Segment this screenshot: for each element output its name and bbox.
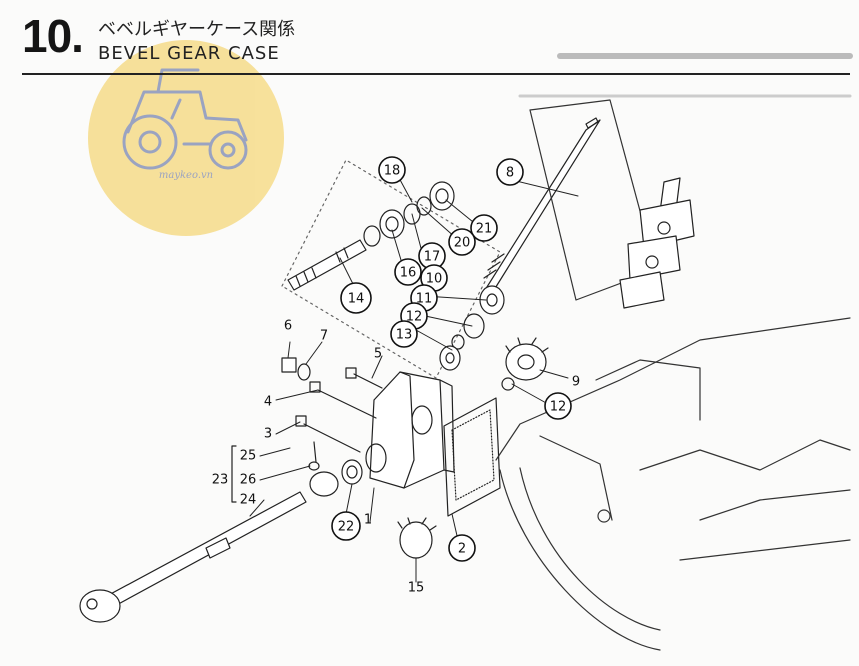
callout-5: 5 bbox=[374, 347, 382, 362]
callout-12-b: 12 bbox=[550, 400, 567, 415]
callout-7: 7 bbox=[320, 329, 328, 344]
input-shaft bbox=[287, 239, 367, 291]
bolt-4-head bbox=[309, 381, 321, 393]
callout-13-circle bbox=[390, 320, 418, 348]
callout-8-circle bbox=[496, 158, 524, 186]
callout-15: 15 bbox=[408, 581, 425, 596]
header-rule bbox=[22, 73, 850, 75]
callout-25: 25 bbox=[240, 449, 257, 464]
callout-24: 24 bbox=[240, 493, 257, 508]
bolt-3-head bbox=[295, 415, 307, 427]
section-number: 10. bbox=[22, 10, 84, 62]
callout-6: 6 bbox=[284, 319, 292, 334]
callout-18: 18 bbox=[384, 164, 401, 179]
callout-21: 21 bbox=[476, 222, 493, 237]
callout-12-a: 12 bbox=[406, 310, 423, 325]
callout-12-circle-b bbox=[544, 392, 572, 420]
callout-14: 14 bbox=[348, 292, 365, 307]
transmission-housing bbox=[495, 317, 851, 651]
pinion-gear-15 bbox=[397, 517, 437, 559]
universal-joint-upper bbox=[619, 177, 695, 309]
section-title-japanese: ベベルギヤーケース関係 bbox=[98, 19, 296, 40]
callout-labels: 8 18 21 20 17 16 10 11 12 13 14 12 22 2 … bbox=[212, 164, 580, 596]
tractor-icon bbox=[122, 68, 248, 170]
oil-seal-22 bbox=[341, 459, 363, 485]
callout-26: 26 bbox=[240, 473, 257, 488]
callout-20-circle bbox=[448, 228, 476, 256]
callout-16-circle bbox=[394, 258, 422, 286]
callout-20: 20 bbox=[454, 236, 471, 251]
oil-seal-22-inner bbox=[346, 465, 358, 479]
callout-8: 8 bbox=[506, 166, 514, 181]
page-header: 10. ベベルギヤーケース関係 BEVEL GEAR CASE bbox=[22, 12, 852, 74]
gasket bbox=[443, 397, 501, 517]
callout-13: 13 bbox=[396, 328, 413, 343]
drive-shaft-24 bbox=[79, 471, 339, 623]
callout-22: 22 bbox=[338, 520, 355, 535]
callout-9: 9 bbox=[572, 375, 580, 390]
callout-16: 16 bbox=[400, 266, 417, 281]
callout-10: 10 bbox=[426, 272, 443, 287]
callout-11: 11 bbox=[416, 292, 433, 307]
callout-18-circle bbox=[378, 156, 406, 184]
nut-6 bbox=[281, 357, 297, 373]
watermark-text: maykeo.vn bbox=[158, 170, 214, 181]
watermark-logo: maykeo.vn bbox=[88, 40, 284, 236]
callout-3: 3 bbox=[264, 427, 272, 442]
callout-circles bbox=[331, 156, 572, 562]
callout-23: 23 bbox=[212, 473, 229, 488]
bolt-5-head bbox=[345, 367, 357, 379]
bearing-stack-lower bbox=[439, 285, 505, 371]
bracket-23 bbox=[231, 445, 237, 503]
callout-17: 17 bbox=[424, 250, 441, 265]
callout-21-circle bbox=[470, 214, 498, 242]
bevel-gear-9 bbox=[501, 337, 549, 391]
bolt-4 bbox=[317, 389, 377, 419]
bolt-26 bbox=[313, 441, 317, 463]
bolt-3 bbox=[303, 423, 361, 453]
callout-2: 2 bbox=[458, 542, 466, 557]
bevel-gear-case-housing bbox=[365, 371, 455, 489]
shaft-assembly-outline bbox=[281, 159, 501, 379]
bolt-5 bbox=[353, 373, 383, 389]
callout-22-circle bbox=[331, 511, 361, 541]
callout-2-circle bbox=[448, 534, 476, 562]
callout-4: 4 bbox=[264, 395, 272, 410]
section-title-english: BEVEL GEAR CASE bbox=[98, 43, 280, 64]
bearing-stack-upper bbox=[363, 181, 455, 247]
callout-1: 1 bbox=[364, 513, 372, 528]
callout-14-circle bbox=[340, 282, 372, 314]
washer-7 bbox=[297, 363, 311, 381]
